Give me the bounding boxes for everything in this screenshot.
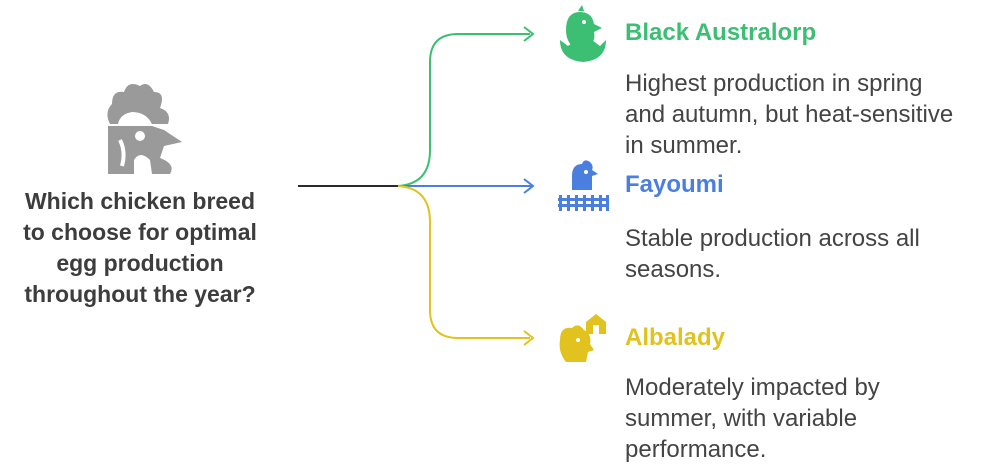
option-title-fayoumi: Fayoumi [625, 171, 724, 198]
chick-hatching-icon [560, 5, 606, 62]
option-title-black-australorp: Black Australorp [625, 19, 817, 46]
question-text: Which chicken breed to choose for optima… [0, 186, 280, 310]
option-description-albalady: Moderately impacted by summer, with vari… [625, 372, 880, 465]
description-line: summer, with variable [625, 405, 858, 432]
chicken-coop-icon [559, 314, 606, 362]
question-line: to choose for optimal [23, 219, 257, 245]
description-line: and autumn, but heat-sensitive [625, 101, 954, 128]
description-line: Stable production across all [625, 225, 920, 252]
rooster-icon [107, 84, 182, 174]
question-line: egg production [56, 250, 224, 276]
branch-line-albalady [397, 185, 530, 339]
description-line: Highest production in spring [625, 70, 923, 97]
question-line: Which chicken breed [24, 188, 256, 214]
option-description-fayoumi: Stable production across all seasons. [625, 223, 920, 285]
question-line: throughout the year? [24, 281, 256, 307]
arrow-head-fayoumi [523, 178, 535, 194]
arrow-head-albalady [523, 330, 535, 346]
chicken-fence-icon [558, 160, 609, 211]
arrow-head-black-australorp [523, 26, 535, 42]
option-description-black-australorp: Highest production in spring and autumn,… [625, 68, 953, 161]
description-line: in summer. [625, 132, 743, 159]
option-title-albalady: Albalady [625, 324, 726, 351]
branch-line-black-australorp [397, 33, 530, 187]
description-line: performance. [625, 436, 767, 463]
description-line: seasons. [625, 256, 722, 283]
description-line: Moderately impacted by [625, 374, 880, 401]
